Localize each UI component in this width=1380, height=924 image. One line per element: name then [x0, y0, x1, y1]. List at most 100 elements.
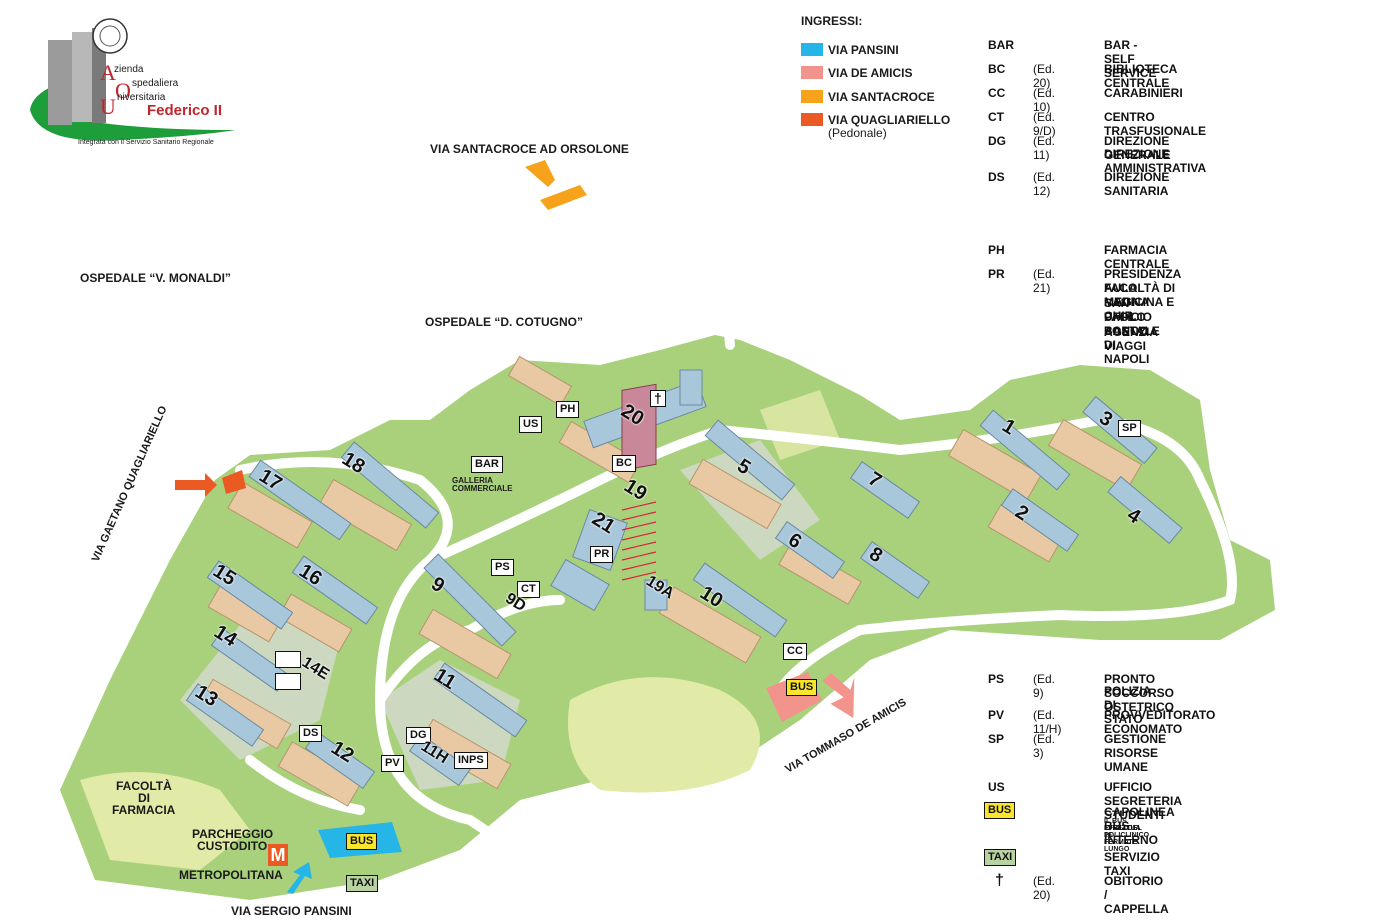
logo-tagline: Integrata con il Servizio Sanitario Regi…: [78, 139, 214, 146]
logo-line-1: zienda: [114, 64, 144, 75]
swatch-deamicis: [801, 66, 823, 79]
entrance-pansini-arrow: [287, 862, 312, 894]
legend-desc: CARABINIERI: [1104, 86, 1183, 100]
box-pv: PV: [381, 755, 404, 772]
box-inps: INPS: [454, 752, 488, 769]
box-ct: CT: [517, 581, 540, 598]
label-parcheggio-1: PARCHEGGIO: [192, 827, 274, 841]
logo-line-4: Federico II: [147, 102, 223, 119]
legend-cross-icon: †: [995, 872, 1004, 889]
box-dg: DG: [406, 727, 431, 744]
legend-ed: (Ed. 10): [1033, 86, 1056, 114]
legend-desc: UFFICIO POSTALE: [1104, 310, 1160, 338]
legend-bus-box: BUS: [984, 802, 1016, 819]
farmacia-area: [80, 772, 250, 870]
metro-icon: M: [268, 844, 288, 866]
legend-desc: BIBLIOTECA CENTRALE: [1104, 62, 1177, 90]
legend-ed: (Ed. 9): [1033, 672, 1056, 700]
logo-line-3: niversitaria: [117, 92, 166, 103]
box-cross-obitorio: †: [650, 390, 666, 407]
label-farmacia-2: DI: [138, 791, 150, 805]
entrance-deamicis-arrow: [822, 673, 855, 718]
entrance-label-pansini: VIA PANSINI: [828, 43, 899, 57]
legend-desc: GESTIONE RISORSE UMANE: [1104, 732, 1167, 774]
label-via-santacroce: VIA SANTACROCE AD ORSOLONE: [430, 142, 629, 156]
label-metropolitana: METROPOLITANA: [179, 868, 283, 882]
legend-desc: CENTRO TRASFUSIONALE: [1104, 110, 1206, 138]
box-bc: BC: [612, 455, 636, 472]
legend-ed: (Ed. 11): [1033, 134, 1056, 162]
entrance-label-deamicis: VIA DE AMICIS: [828, 66, 913, 80]
label-monaldi: OSPEDALE “V. MONALDI”: [80, 271, 231, 285]
legend-desc: AGENZIA VIAGGI: [1104, 325, 1158, 353]
legend-code: SP: [988, 732, 1005, 746]
entrance-label-santacroce: VIA SANTACROCE: [828, 90, 935, 104]
legend-taxi-box: TAXI: [984, 849, 1017, 866]
legend-code: DS: [988, 170, 1005, 184]
legend-note: IL BUS EFFETTUA 16 FERMATE LUNGO: [1104, 818, 1141, 853]
legend-desc: DIREZIONE SANITARIA: [1104, 170, 1170, 198]
logo-building: [48, 28, 106, 125]
legend-code: CT: [988, 110, 1004, 124]
box-cc: CC: [783, 643, 807, 660]
legend-desc: AULA MAGNA: [1104, 281, 1150, 309]
legend-ed: (Ed. 20): [1033, 874, 1056, 902]
legend-code: BC: [988, 62, 1006, 76]
box-ps: PS: [491, 559, 514, 576]
legend-desc: CAPOLINEA BUS INTERNO: [1104, 805, 1175, 847]
legend-code: US: [988, 780, 1005, 794]
box-taxi: TAXI: [346, 875, 379, 892]
legend-ed: (Ed. 20): [1033, 62, 1056, 90]
label-cotugno: OSPEDALE “D. COTUGNO”: [425, 315, 584, 329]
logo-letter-a: A: [100, 60, 116, 85]
box-us: US: [519, 416, 543, 433]
box-bus-deamicis: BUS: [786, 679, 818, 696]
swatch-quagliariello: [801, 113, 823, 126]
label-farmacia-1: FACOLTÀ: [116, 779, 172, 793]
entrance-santacroce: [525, 160, 587, 210]
legend-code: PS: [988, 672, 1005, 686]
legend-desc: UFFICIO SEGRETERIA STUDENTI: [1104, 780, 1182, 822]
legend-desc: PROVVEDITORATO ECONOMATO: [1104, 708, 1216, 736]
tower-19-stripes: [621, 501, 657, 581]
entrance-label-quagliariello: VIA QUAGLIARIELLO: [828, 113, 951, 127]
entrances-title: INGRESSI:: [801, 14, 863, 28]
box-sp: SP: [1118, 420, 1141, 437]
box-pr: PR: [590, 546, 614, 563]
legend-desc: OBITORIO / CAPPELLA: [1104, 874, 1169, 916]
legend-code: PR: [988, 267, 1005, 281]
legend-code: PH: [988, 243, 1005, 257]
legend-code: BAR: [988, 38, 1014, 52]
box-bus-pansini: BUS: [346, 833, 378, 850]
label-galleria-2: COMMERCIALE: [452, 484, 513, 493]
swatch-santacroce: [801, 90, 823, 103]
box-bar: BAR: [471, 456, 503, 473]
entrance-quagliariello-arrow: [175, 473, 217, 497]
legend-desc: PRONTO SOCCORSO OSTETRICO: [1104, 672, 1175, 714]
swatch-pansini: [801, 43, 823, 56]
box-blank-2: [275, 673, 301, 690]
logo-letter-o: O: [115, 78, 131, 103]
legend-ed: (Ed. 9/D): [1033, 110, 1056, 138]
logo-swoosh: [30, 85, 235, 141]
logo-letter-u: U: [100, 94, 116, 119]
legend-code: PV: [988, 708, 1005, 722]
label-pansini: VIA SERGIO PANSINI: [231, 904, 352, 918]
legend-desc: DIREZIONE AMMINISTRATIVA: [1104, 147, 1207, 175]
entrance-label-quagliariello-sub: (Pedonale): [828, 126, 887, 140]
logo-seal: [92, 18, 128, 54]
box-ds: DS: [299, 725, 323, 742]
label-farmacia-3: FARMACIA: [112, 803, 176, 817]
legend-ed: (Ed. 12): [1033, 170, 1056, 198]
legend-code: DG: [988, 134, 1006, 148]
legend-code: CC: [988, 86, 1006, 100]
park-area: [568, 677, 760, 793]
legend-desc: SERVIZIO TAXI: [1104, 850, 1160, 878]
legend-ed: (Ed. 11/H): [1033, 708, 1062, 736]
legend-desc: DIREZIONE GENERALE: [1104, 134, 1171, 162]
legend-desc: FARMACIA CENTRALE: [1104, 243, 1170, 271]
legend-ed: (Ed. 3): [1033, 732, 1056, 760]
label-parcheggio-2: CUSTODITO: [197, 839, 268, 853]
legend-desc: SAN PAOLO BANCO DI NAPOLI: [1104, 296, 1150, 366]
logo-line-2: spedaliera: [132, 78, 179, 89]
